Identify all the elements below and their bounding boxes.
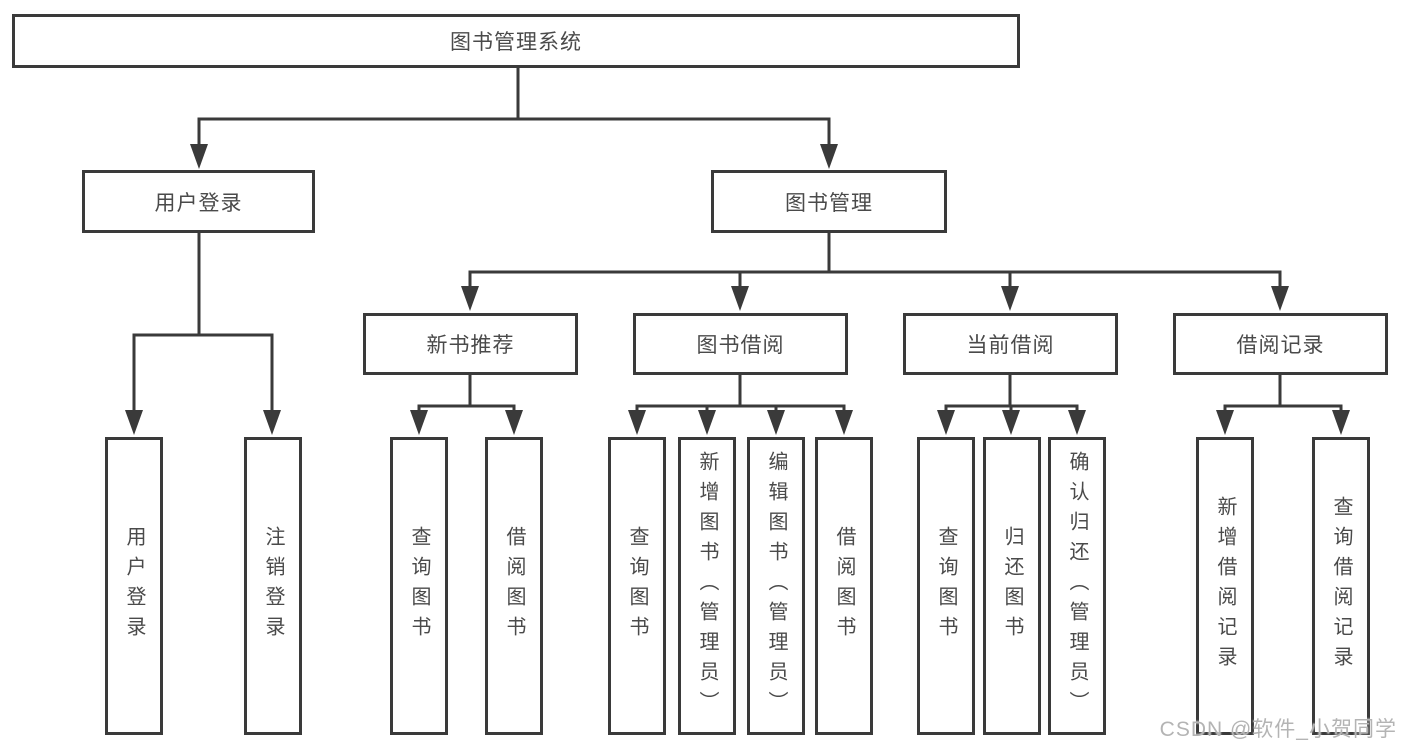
node-borrow-records-label: 借阅记录 (1236, 334, 1325, 357)
leaf-current-return-books: 归还图书 (983, 437, 1041, 735)
node-current-borrow-label: 当前借阅 (966, 334, 1055, 357)
leaf-recommend-query-books-label: 查询图书 (408, 526, 430, 646)
leaf-records-query-record: 查询借阅记录 (1312, 437, 1370, 735)
arrowheads (125, 144, 1350, 435)
leaf-borrow-query-books: 查询图书 (608, 437, 666, 735)
leaf-user-login-label: 用户登录 (123, 526, 145, 646)
leaf-current-confirm-return-admin: 确认归还（管理员） (1048, 437, 1106, 735)
node-user-login-label: 用户登录 (154, 191, 243, 215)
leaf-recommend-borrow-books: 借阅图书 (485, 437, 543, 735)
leaf-records-add-record-label: 新增借阅记录 (1214, 496, 1236, 676)
leaf-logout-label: 注销登录 (262, 526, 284, 646)
leaf-recommend-query-books: 查询图书 (390, 437, 448, 735)
node-current-borrow: 当前借阅 (903, 313, 1118, 375)
leaf-current-query-books: 查询图书 (917, 437, 975, 735)
leaf-borrow-edit-books-admin: 编辑图书（管理员） (747, 437, 805, 735)
watermark: CSDN @软件_小贺同学 (1159, 718, 1397, 741)
node-root-label: 图书管理系统 (450, 31, 582, 54)
node-new-book-recommend: 新书推荐 (363, 313, 578, 375)
node-root: 图书管理系统 (12, 14, 1020, 68)
node-book-management: 图书管理 (711, 170, 947, 233)
node-new-book-recommend-label: 新书推荐 (426, 334, 515, 357)
leaf-borrow-query-books-label: 查询图书 (626, 526, 648, 646)
node-book-management-label: 图书管理 (785, 191, 873, 215)
leaf-user-login: 用户登录 (105, 437, 163, 735)
node-book-borrow: 图书借阅 (633, 313, 848, 375)
leaf-borrow-add-books-admin-label: 新增图书（管理员） (696, 451, 718, 721)
leaf-records-add-record: 新增借阅记录 (1196, 437, 1254, 735)
leaf-borrow-borrow-books: 借阅图书 (815, 437, 873, 735)
node-book-borrow-label: 图书借阅 (696, 334, 785, 357)
leaf-current-return-books-label: 归还图书 (1001, 526, 1023, 646)
node-user-login: 用户登录 (82, 170, 315, 233)
leaf-records-query-record-label: 查询借阅记录 (1330, 496, 1352, 676)
leaf-recommend-borrow-books-label: 借阅图书 (503, 526, 525, 646)
leaf-borrow-add-books-admin: 新增图书（管理员） (678, 437, 736, 735)
leaf-current-confirm-return-admin-label: 确认归还（管理员） (1066, 451, 1088, 721)
node-borrow-records: 借阅记录 (1173, 313, 1388, 375)
leaf-logout: 注销登录 (244, 437, 302, 735)
leaf-borrow-edit-books-admin-label: 编辑图书（管理员） (765, 451, 787, 721)
leaf-current-query-books-label: 查询图书 (935, 526, 957, 646)
leaf-borrow-borrow-books-label: 借阅图书 (833, 526, 855, 646)
